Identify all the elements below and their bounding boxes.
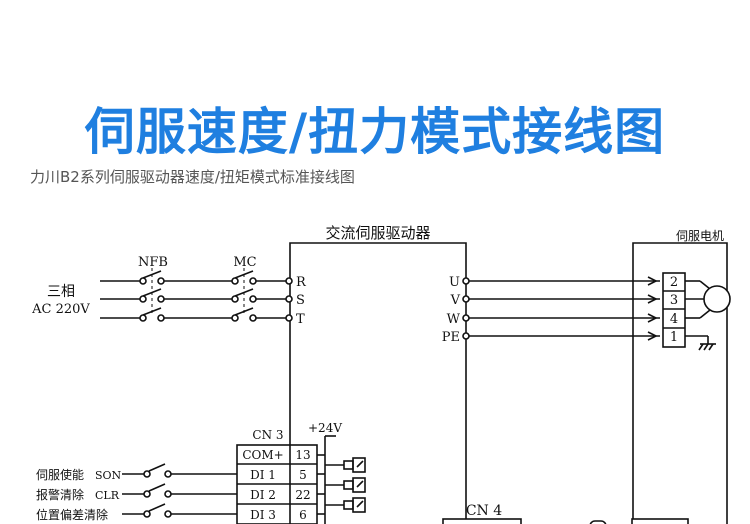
motor-box-outline <box>632 242 728 524</box>
cn3-signal-di2: DI 2 <box>250 488 276 502</box>
input-clr-code: CLR <box>95 489 120 502</box>
terminal-w: W <box>447 312 461 327</box>
input-clear-position-name: 位置偏差清除 <box>36 507 108 522</box>
cn3-signal-com: COM+ <box>242 448 283 462</box>
cn4-label: CN 4 <box>466 503 502 519</box>
mc-contactor <box>231 268 257 322</box>
motor-terminal-4: 4 <box>670 312 678 327</box>
page-title: 伺服速度/扭力模式接线图 <box>84 103 666 161</box>
cn3-signal-di3: DI 3 <box>250 508 276 522</box>
opto-inputs <box>317 457 366 515</box>
cn3-pin-6: 6 <box>299 508 307 522</box>
cn3-signal-di1: DI 1 <box>250 468 276 482</box>
cn3-label: CN 3 <box>252 428 283 442</box>
cn4-connector <box>442 518 522 524</box>
nfb-breaker <box>139 268 165 322</box>
input-son-code: SON <box>95 469 122 482</box>
terminal-v: V <box>450 293 461 308</box>
cn3-pin-13: 13 <box>295 448 310 462</box>
page-subtitle: 力川B2系列伺服驱动器速度/扭矩模式标准接线图 <box>30 168 355 186</box>
supply-phase-label: 三相 <box>47 284 75 300</box>
cn3-pin-5: 5 <box>299 468 307 482</box>
cn3-pin-22: 22 <box>295 488 310 502</box>
motor-symbol <box>703 285 731 313</box>
motor-terminal-3: 3 <box>670 293 678 308</box>
terminal-pe: PE <box>442 330 460 345</box>
motor-label: 伺服电机 <box>676 229 724 243</box>
terminal-u: U <box>449 275 460 290</box>
supply-voltage-label: AC 220V <box>31 302 90 317</box>
drive-label: 交流伺服驱动器 <box>325 224 430 242</box>
terminal-s: S <box>296 293 305 308</box>
terminal-t: T <box>296 312 305 327</box>
motor-terminal-1: 1 <box>670 330 678 345</box>
terminal-r: R <box>296 275 307 290</box>
drive-box-outline <box>289 242 467 524</box>
input-switches <box>122 463 237 518</box>
input-clr-name: 报警清除 <box>36 487 84 502</box>
mc-label: MC <box>233 255 256 270</box>
nfb-label: NFB <box>138 255 168 270</box>
input-son-name: 伺服使能 <box>36 467 84 482</box>
motor-terminal-2: 2 <box>670 275 678 290</box>
plus24v-label: +24V <box>308 421 342 435</box>
